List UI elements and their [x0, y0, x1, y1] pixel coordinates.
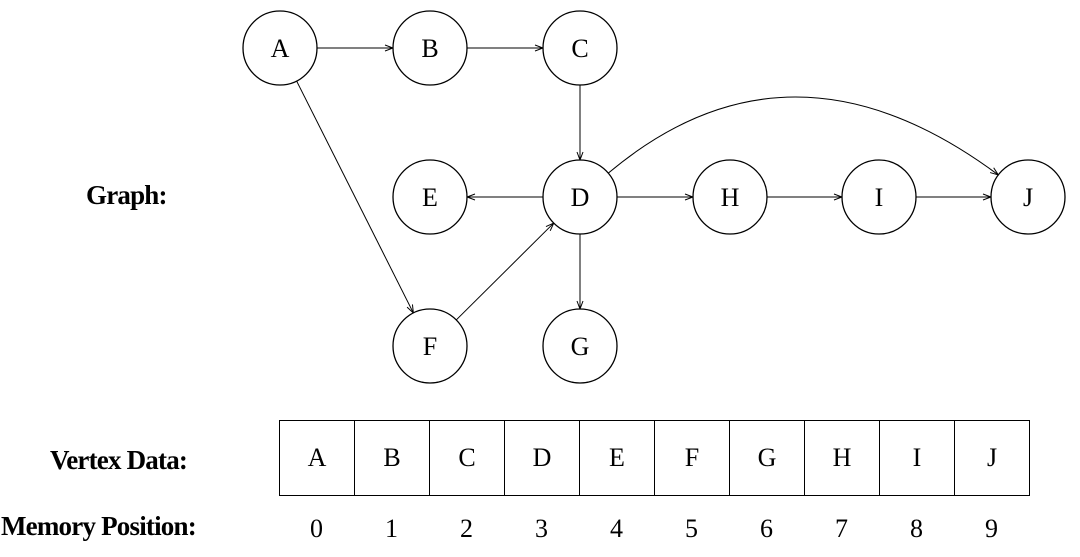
nodes-layer: A B C D E F G H I J — [242, 10, 1066, 384]
vertex-cell-1: B — [355, 421, 430, 495]
node-e: E — [392, 159, 468, 235]
node-label: C — [571, 34, 588, 63]
vertex-cell-7: H — [805, 421, 880, 495]
node-circle — [392, 308, 468, 384]
vertex-cell-3: D — [505, 421, 580, 495]
node-label: F — [423, 332, 437, 361]
vertex-cell-8: I — [880, 421, 955, 495]
vertex-cell-9: J — [955, 421, 1030, 495]
edge-f-to-d — [455, 223, 553, 321]
node-circle — [542, 308, 618, 384]
memory-position-3: 3 — [535, 514, 548, 543]
vertex-cell-6: G — [730, 421, 805, 495]
memory-position-9: 9 — [985, 514, 998, 543]
node-circle — [392, 159, 468, 235]
vertex-cell-2: C — [430, 421, 505, 495]
memory-position-1: 1 — [385, 514, 398, 543]
vertex-cell-0: A — [280, 421, 355, 495]
node-label: B — [421, 34, 438, 63]
node-b: B — [392, 10, 468, 86]
vertex-data-array: A B C D E F G H I J — [279, 420, 1030, 496]
memory-positions-row: 0 1 2 3 4 5 6 7 8 9 — [279, 512, 1029, 546]
graph-label: Graph: — [86, 180, 168, 210]
edge-a-to-f — [296, 80, 414, 313]
edge-d-to-j — [607, 96, 998, 175]
memory-position-6: 6 — [760, 514, 773, 543]
node-d: D — [542, 159, 618, 235]
node-circle — [542, 10, 618, 86]
node-circle — [392, 10, 468, 86]
node-circle — [542, 159, 618, 235]
memory-position-8: 8 — [910, 514, 923, 543]
memory-position-4: 4 — [610, 514, 623, 543]
vertex-data-label: Vertex Data: — [50, 445, 188, 475]
memory-position-label: Memory Position: — [1, 511, 197, 541]
node-label: H — [721, 183, 740, 212]
edges-layer — [296, 48, 999, 321]
graph-diagram: A B C D E F G H I J — [242, 10, 1066, 384]
memory-position-7: 7 — [835, 514, 848, 543]
vertex-cell-4: E — [580, 421, 655, 495]
node-a: A — [242, 10, 318, 86]
node-f: F — [392, 308, 468, 384]
node-g: G — [542, 308, 618, 384]
memory-position-5: 5 — [685, 514, 698, 543]
node-h: H — [692, 159, 768, 235]
node-label: A — [271, 34, 290, 63]
node-i: I — [841, 159, 917, 235]
node-j: J — [990, 159, 1066, 235]
node-circle — [242, 10, 318, 86]
node-circle — [841, 159, 917, 235]
node-circle — [692, 159, 768, 235]
memory-position-2: 2 — [460, 514, 473, 543]
node-label: G — [571, 332, 590, 361]
node-label: E — [422, 183, 438, 212]
node-label: D — [571, 183, 590, 212]
node-label: I — [875, 183, 884, 212]
vertex-cell-5: F — [655, 421, 730, 495]
node-c: C — [542, 10, 618, 86]
memory-position-0: 0 — [310, 514, 323, 543]
node-circle — [990, 159, 1066, 235]
node-label: J — [1023, 183, 1033, 212]
